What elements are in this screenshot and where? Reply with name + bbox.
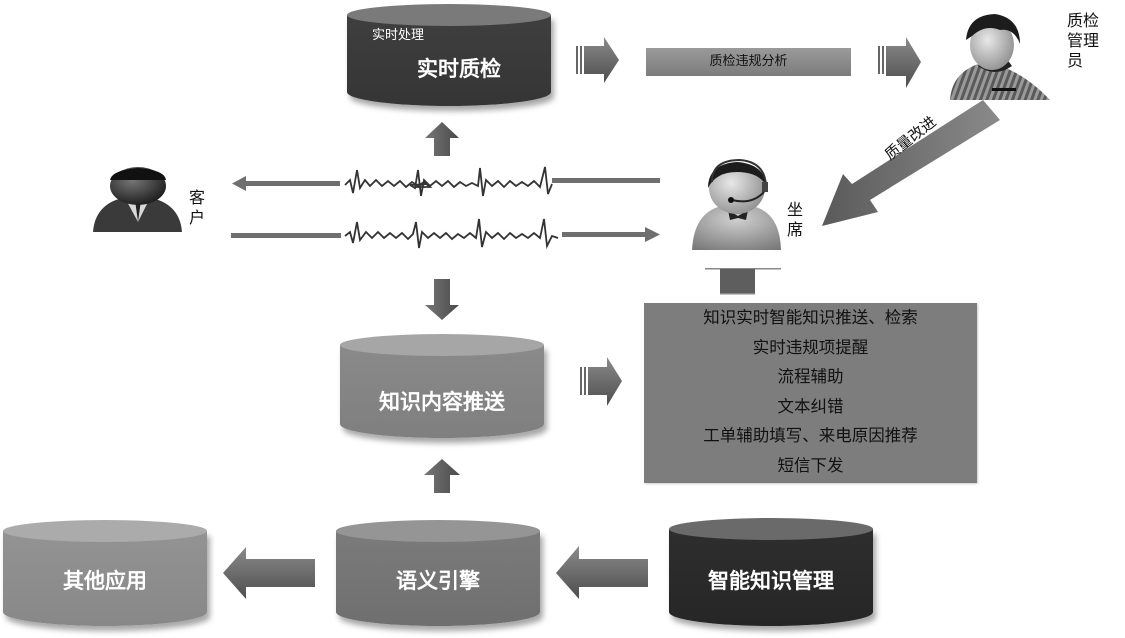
waveform-lower <box>344 218 559 250</box>
feature-item: 知识实时智能知识推送、检索 <box>703 308 918 327</box>
qc-manager-label: 质检 管理 员 <box>1067 11 1099 71</box>
knowledge-push-cylinder: 知识内容推送 <box>340 334 544 438</box>
feature-item: 短信下发 <box>777 455 844 475</box>
audio-channel-to-agent <box>231 227 660 242</box>
qc-manager-label-line: 管理 <box>1067 31 1100 50</box>
feature-item: 工单辅助填写、来电原因推荐 <box>703 426 918 446</box>
qc-violation-analysis-bar: 质检违规分析 <box>646 48 851 76</box>
other-apps-cylinder: 其他应用 <box>3 520 207 626</box>
semantic-engine-title: 语义引擎 <box>396 569 480 593</box>
arrow-down-to-knowledge-push <box>425 279 459 320</box>
feature-item: 文本纠错 <box>777 396 844 416</box>
arrow-left-to-other-apps <box>223 547 315 599</box>
customer-label: 客 户 <box>189 188 205 228</box>
agent-label: 坐 席 <box>787 200 803 240</box>
waveform-upper <box>344 166 553 197</box>
realtime-qc-cylinder: 实时处理 实时质检 <box>347 4 551 106</box>
other-apps-title: 其他应用 <box>63 569 147 593</box>
feature-item: 流程辅助 <box>777 367 844 387</box>
arrow-up-to-realtime-qc <box>425 122 459 156</box>
arrow-right-to-features <box>580 357 622 406</box>
quality-improvement-arrow <box>822 100 1003 226</box>
agent-label-line: 坐 <box>787 200 804 219</box>
feature-item: 实时违规项提醒 <box>752 337 869 357</box>
arrow-left-to-semantic-engine <box>556 546 648 599</box>
qc-manager-avatar <box>950 14 1050 100</box>
arrow-down-from-agent <box>705 268 781 295</box>
realtime-qc-title: 实时质检 <box>417 57 501 81</box>
knowledge-mgmt-title: 智能知识管理 <box>708 569 834 593</box>
customer-avatar <box>93 167 182 232</box>
arrow-up-from-semantic-engine <box>424 459 460 493</box>
audio-channel-to-customer <box>232 176 660 191</box>
customer-label-line: 户 <box>189 208 206 227</box>
semantic-engine-cylinder: 语义引擎 <box>336 520 540 626</box>
agent-label-line: 席 <box>787 220 804 239</box>
customer-label-line: 客 <box>189 188 206 207</box>
realtime-processing-label: 实时处理 <box>372 28 425 43</box>
qc-manager-label-line: 员 <box>1067 51 1084 70</box>
qc-manager-label-line: 质检 <box>1067 11 1100 30</box>
knowledge-push-title: 知识内容推送 <box>379 390 505 414</box>
agent-assist-features-panel: 知识实时智能知识推送、检索 实时违规项提醒 流程辅助 文本纠错 工单辅助填写、来… <box>644 303 977 483</box>
agent-avatar <box>692 158 781 250</box>
knowledge-mgmt-cylinder: 智能知识管理 <box>669 518 873 626</box>
arrow-right-to-analysis <box>576 37 619 83</box>
arrow-right-to-manager <box>878 37 921 88</box>
